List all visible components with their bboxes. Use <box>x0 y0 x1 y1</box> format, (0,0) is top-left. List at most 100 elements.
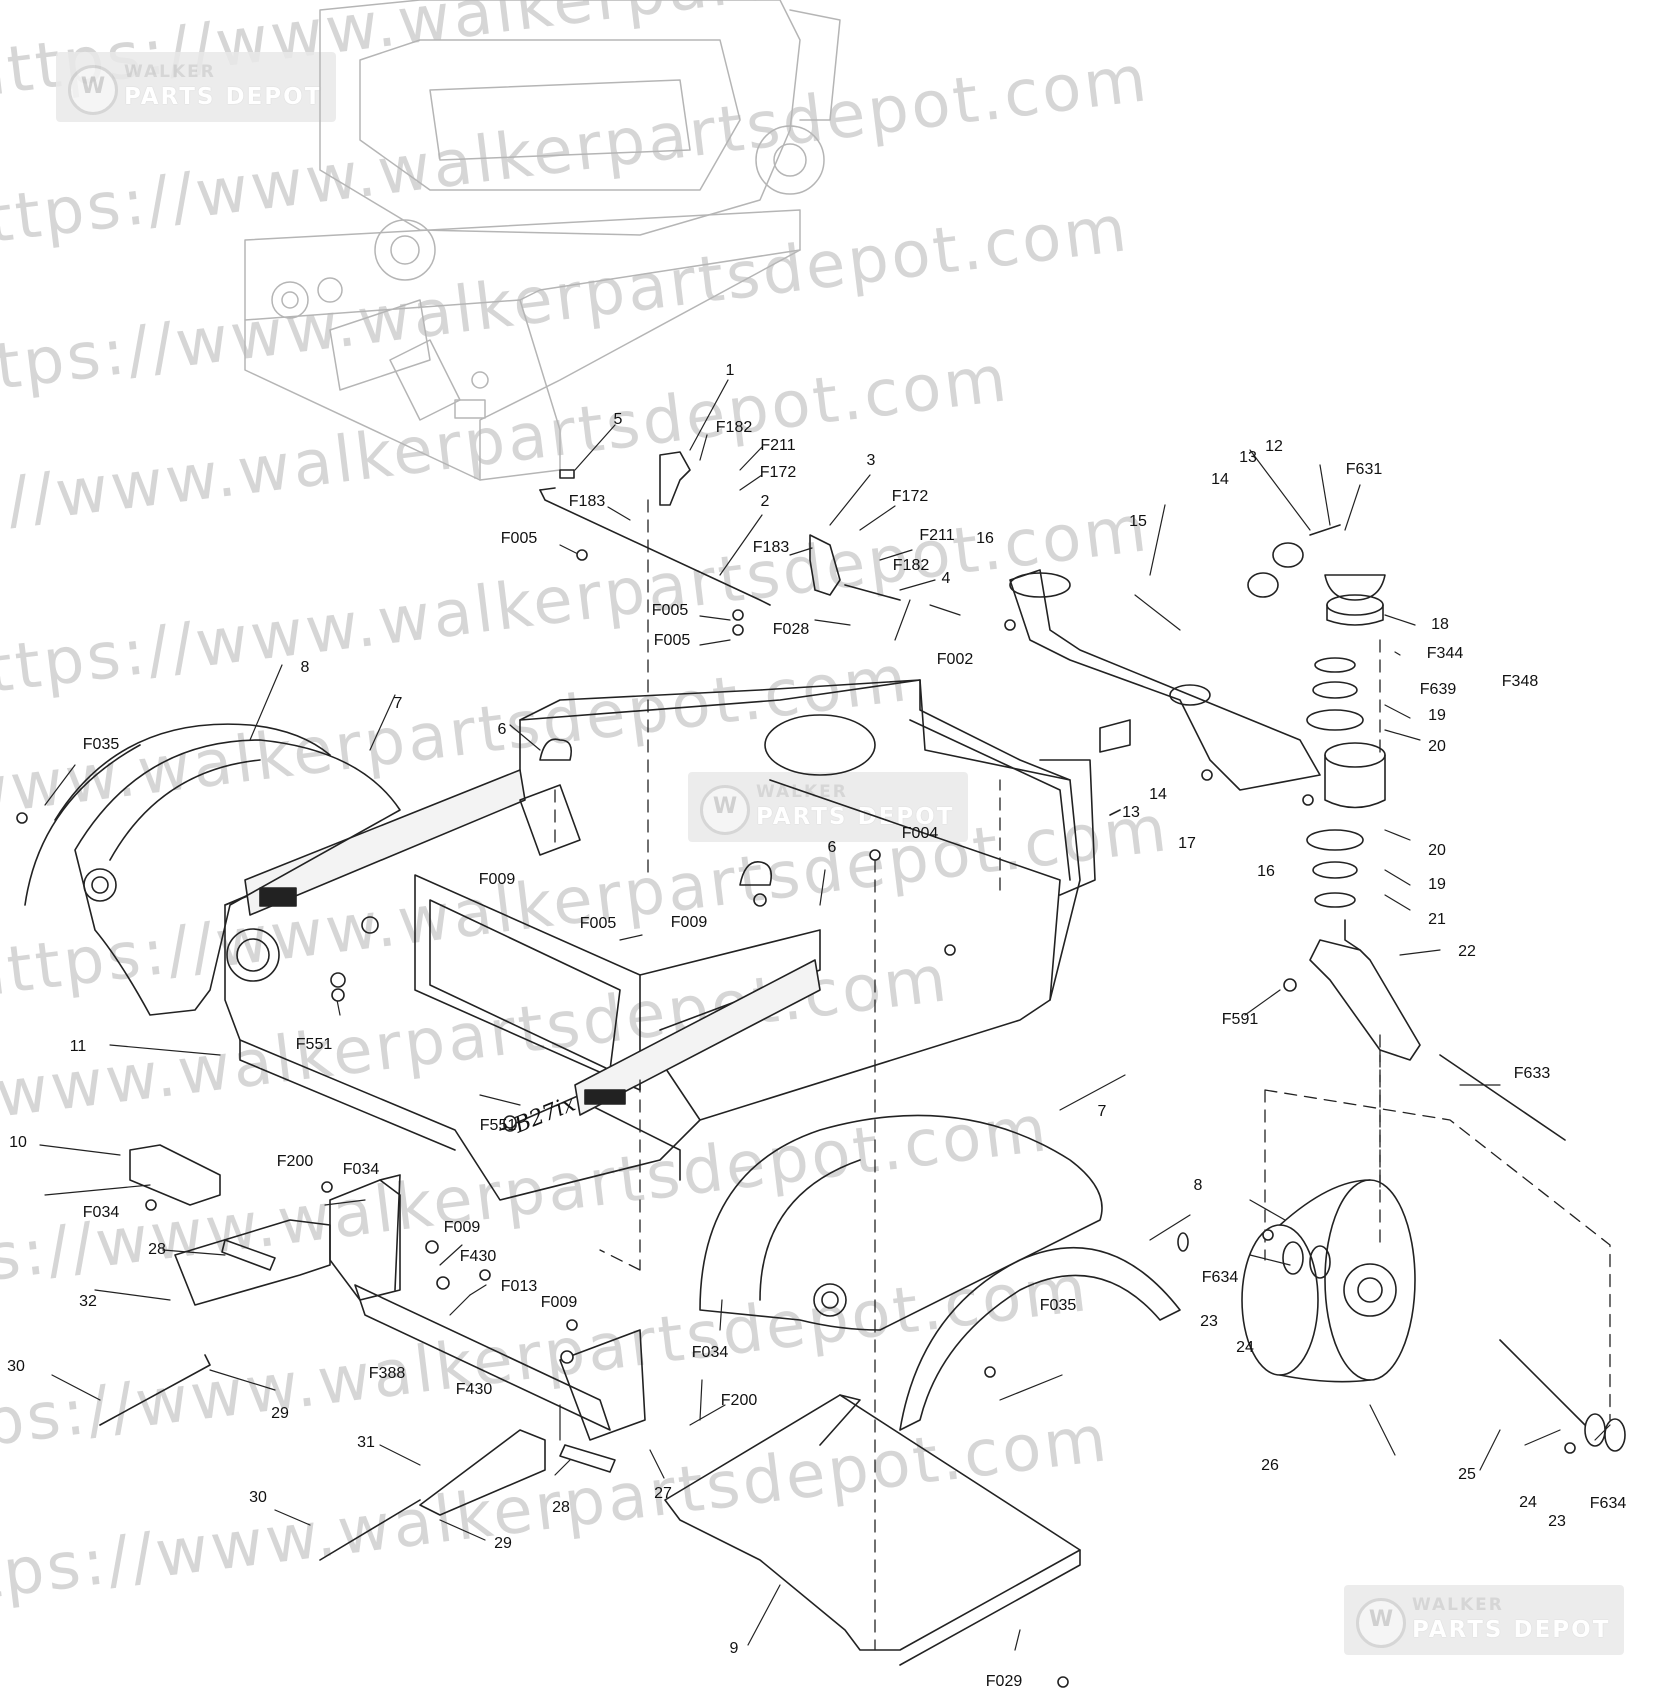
left-fender-drawing <box>24 723 401 1016</box>
callout-f028: F028 <box>772 621 810 638</box>
foot-plate-drawing <box>664 1394 1081 1666</box>
callout-13-a: 13 <box>1239 449 1257 466</box>
callout-13-b: 13 <box>1122 804 1140 821</box>
callout-f005-a: F005 <box>500 530 538 547</box>
watermark-badge-bottom: WALKER PARTS DEPOT <box>1344 1585 1624 1655</box>
callout-f035-b: F035 <box>1039 1297 1077 1314</box>
callout-15: 15 <box>1129 513 1147 530</box>
callout-f551-b: F551 <box>479 1117 517 1134</box>
callout-19-b: 19 <box>1428 876 1446 893</box>
callout-23-b: 23 <box>1548 1513 1566 1530</box>
callout-22: 22 <box>1458 943 1476 960</box>
callout-f348: F348 <box>1501 673 1539 690</box>
fastener-marks <box>16 549 1576 1688</box>
callout-f005-c: F005 <box>653 632 691 649</box>
callout-5: 5 <box>613 411 623 428</box>
callout-f035-a: F035 <box>82 736 120 753</box>
callout-18: 18 <box>1431 616 1449 633</box>
callout-24-b: 24 <box>1519 1494 1537 1511</box>
badge-line2: PARTS DEPOT <box>1412 1617 1611 1643</box>
callout-f551-a: F551 <box>295 1036 333 1053</box>
callout-14-b: 14 <box>1149 786 1167 803</box>
callout-11: 11 <box>69 1038 87 1055</box>
callout-20-b: 20 <box>1428 842 1446 859</box>
callout-f631: F631 <box>1345 461 1383 478</box>
callout-f002: F002 <box>936 651 974 668</box>
callout-f200-a: F200 <box>276 1153 314 1170</box>
callout-f591: F591 <box>1221 1011 1259 1028</box>
callout-f009-d: F009 <box>540 1294 578 1311</box>
callout-16-b: 16 <box>1257 863 1275 880</box>
callout-f029: F029 <box>985 1673 1023 1690</box>
badge-line2: PARTS DEPOT <box>124 84 323 110</box>
walker-logo-icon <box>68 65 118 115</box>
callout-6-a: 6 <box>497 721 507 738</box>
right-fender-drawing <box>699 1114 1181 1431</box>
callout-27: 27 <box>654 1485 672 1502</box>
walker-logo-icon <box>700 785 750 835</box>
callout-3: 3 <box>866 452 876 469</box>
callout-7-b: 7 <box>1097 1103 1107 1120</box>
callout-f172-a: F172 <box>759 464 797 481</box>
callout-f634-a: F634 <box>1201 1269 1239 1286</box>
badge-line1: WALKER <box>1412 1595 1504 1615</box>
axle-bracket-drawing <box>99 1144 646 1561</box>
callout-f182-a: F182 <box>715 419 753 436</box>
callout-20-a: 20 <box>1428 738 1446 755</box>
callout-f211-b: F211 <box>919 527 955 544</box>
callout-17: 17 <box>1178 835 1196 852</box>
callout-4: 4 <box>941 570 951 587</box>
caster-fork-drawing <box>1009 524 1626 1452</box>
callout-f344: F344 <box>1426 645 1464 662</box>
callout-8-b: 8 <box>1193 1177 1203 1194</box>
callout-9: 9 <box>729 1640 739 1657</box>
badge-line1: WALKER <box>756 782 848 802</box>
callout-f183-b: F183 <box>752 539 790 556</box>
callout-f005-b: F005 <box>651 602 689 619</box>
callout-f005-d: F005 <box>579 915 617 932</box>
callout-6-b: 6 <box>827 839 837 856</box>
callout-28-b: 28 <box>552 1499 570 1516</box>
callout-23-a: 23 <box>1200 1313 1218 1330</box>
callout-24-a: 24 <box>1236 1339 1254 1356</box>
callout-31: 31 <box>357 1434 375 1451</box>
callout-f430-b: F430 <box>455 1381 493 1398</box>
callout-f200-b: F200 <box>720 1392 758 1409</box>
callout-30-a: 30 <box>7 1358 25 1375</box>
callout-8-a: 8 <box>300 659 310 676</box>
callout-f183-a: F183 <box>568 493 606 510</box>
walker-logo-icon <box>1356 1598 1406 1648</box>
callout-f633: F633 <box>1513 1065 1551 1082</box>
watermark-badge-top: WALKER PARTS DEPOT <box>56 52 336 122</box>
callout-25: 25 <box>1458 1466 1476 1483</box>
callout-21: 21 <box>1428 911 1446 928</box>
callout-f634-b: F634 <box>1589 1495 1627 1512</box>
callout-29-b: 29 <box>494 1535 512 1552</box>
assembly-lines <box>554 499 1611 1651</box>
callout-14-a: 14 <box>1211 471 1229 488</box>
badge-line1: WALKER <box>124 62 216 82</box>
callout-f034-c: F034 <box>691 1344 729 1361</box>
callout-26: 26 <box>1261 1457 1279 1474</box>
callout-32: 32 <box>79 1293 97 1310</box>
callout-f013: F013 <box>500 1278 538 1295</box>
callout-f009-b: F009 <box>670 914 708 931</box>
callout-19-a: 19 <box>1428 707 1446 724</box>
callout-f034-a: F034 <box>342 1161 380 1178</box>
leader-lines <box>39 379 1611 1651</box>
callout-1: 1 <box>725 362 735 379</box>
callout-f172-b: F172 <box>891 488 929 505</box>
callout-f388: F388 <box>368 1365 406 1382</box>
seat-reference-drawing <box>244 0 841 481</box>
callout-f211-a: F211 <box>760 437 796 454</box>
linkage-drawing <box>539 451 901 606</box>
callout-2: 2 <box>760 493 770 510</box>
callout-f009-a: F009 <box>478 871 516 888</box>
callout-f430-a: F430 <box>459 1248 497 1265</box>
callout-30-b: 30 <box>249 1489 267 1506</box>
main-frame-drawing <box>224 679 1096 1201</box>
callout-f182-b: F182 <box>892 557 930 574</box>
callout-f034-b: F034 <box>82 1204 120 1221</box>
